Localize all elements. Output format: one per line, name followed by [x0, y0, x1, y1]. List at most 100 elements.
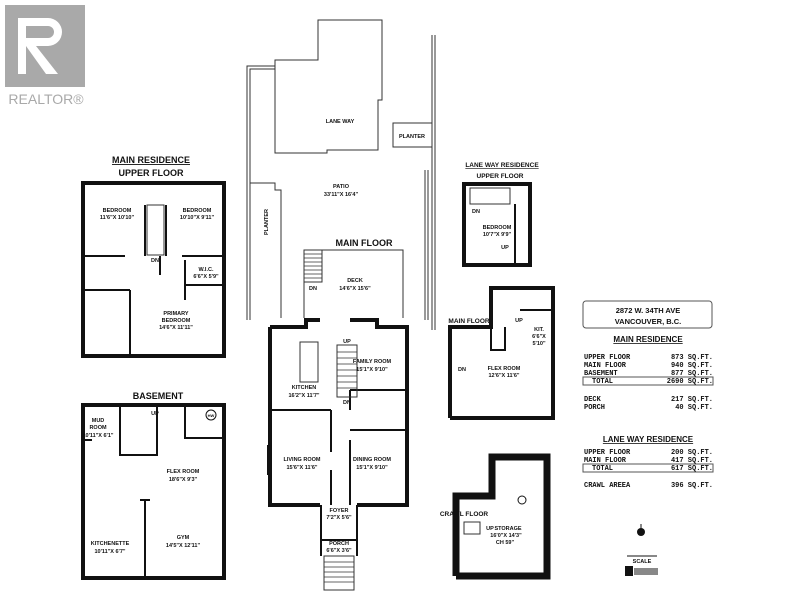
address-line-1: 2872 W. 34TH AVE — [616, 306, 681, 315]
row-label: TOTAL — [592, 378, 613, 386]
room-dims: 6'6"X — [532, 334, 546, 340]
row-value: 217 SQ.FT. — [671, 396, 713, 404]
room-dims: 10'11"X 6'7" — [94, 549, 125, 555]
room-label: FLEX ROOM — [167, 469, 200, 475]
scale-compass: SCALE — [625, 524, 658, 576]
row-label: UPPER FLOOR — [584, 449, 631, 457]
room-dims: 11'6"X 10'10" — [100, 215, 135, 221]
room-dims: 15'1"X 9'10" — [356, 465, 388, 471]
room-label: LIVING ROOM — [284, 457, 321, 463]
room-label: W.I.C. — [199, 267, 214, 273]
upper-floor-subtitle: UPPER FLOOR — [118, 168, 184, 178]
stair-up-label: UP — [343, 339, 351, 345]
planter-left-label: PLANTER — [264, 209, 270, 235]
room-label: PRIMARY — [163, 311, 188, 317]
laneway-upper-title: UPPER FLOOR — [477, 173, 524, 180]
basement-title: BASEMENT — [133, 391, 184, 401]
room-label: KITCHENETTE — [91, 541, 130, 547]
room-label: KITCHEN — [292, 385, 316, 391]
hw-label: HW — [208, 413, 215, 418]
patio-label: PATIO — [333, 184, 350, 190]
room-label: BEDROOM — [103, 208, 132, 214]
room-label: BEDROOM — [162, 318, 191, 324]
row-label: DECK — [584, 396, 602, 404]
room-dims: 10'7"X 9'9" — [483, 232, 512, 238]
row-value: 873 SQ.FT. — [671, 354, 713, 362]
realtor-logo-text: REALTOR® — [8, 91, 84, 107]
room-label: STORAGE — [494, 526, 521, 532]
stair-up-label: UP — [486, 526, 494, 532]
room-dims: 14'6"X 15'6" — [339, 286, 371, 292]
row-label: MAIN FLOOR — [584, 362, 627, 370]
row-label: UPPER FLOOR — [584, 354, 631, 362]
deck-stair-label: DN — [309, 286, 317, 292]
lane-way-heading: LANE WAY RESIDENCE — [603, 435, 694, 444]
row-label: TOTAL — [592, 465, 613, 473]
laneway-main-title: MAIN FLOOR — [448, 318, 489, 325]
main-residence-heading: MAIN RESIDENCE — [613, 335, 683, 344]
room-label: FLEX ROOM — [488, 366, 521, 372]
room-dims: 12'6"X 11'6" — [488, 373, 519, 379]
laneway-title: LANE WAY RESIDENCE — [465, 162, 539, 169]
room-label: ROOM — [89, 425, 107, 431]
row-label: MAIN FLOOR — [584, 457, 627, 465]
room-dims: 18'6"X 9'3" — [169, 477, 198, 483]
room-dims: 15'6"X 11'6" — [286, 465, 317, 471]
room-label: DECK — [347, 278, 363, 284]
room-label: GYM — [177, 535, 190, 541]
upper-floor-title: MAIN RESIDENCE — [112, 155, 190, 165]
row-value: 396 SQ.FT. — [671, 482, 713, 490]
room-label: PORCH — [329, 541, 349, 547]
laneway-plans: LANE WAY RESIDENCE UPPER FLOOR DN BEDROO… — [440, 162, 555, 580]
row-value: 417 SQ.FT. — [671, 457, 713, 465]
row-value: 877 SQ.FT. — [671, 370, 713, 378]
room-label: KIT. — [534, 327, 544, 333]
scale-label: SCALE — [633, 559, 652, 565]
room-dims: 16'0"X 14'3" — [490, 533, 522, 539]
room-dims: 10'11"X 6'1" — [82, 433, 113, 439]
room-label: BEDROOM — [483, 225, 512, 231]
realtor-logo: REALTOR® — [5, 5, 85, 107]
room-label: FAMILY ROOM — [353, 359, 392, 365]
room-dims: 14'5"X 12'11" — [166, 543, 201, 549]
row-value: 2690 SQ.FT. — [667, 378, 713, 386]
room-dims: 6'6"X 3'6" — [326, 548, 352, 554]
room-label: MUD — [92, 418, 105, 424]
room-dims: 7'2"X 5'6" — [326, 515, 352, 521]
basement-plan: BASEMENT HW UP MUD ROOM 10'11"X 6'1" FLE… — [81, 391, 226, 580]
room-dims: 6'6"X 5'9" — [193, 274, 219, 280]
planter-right — [392, 122, 433, 148]
lane-way-footprint — [274, 19, 383, 154]
stair-up-label: UP — [515, 318, 523, 324]
row-value: 940 SQ.FT. — [671, 362, 713, 370]
main-floor-plan: MAIN FLOOR DN DECK 14'6"X 15'6" UP DN FA… — [267, 238, 409, 591]
room-label: BEDROOM — [183, 208, 212, 214]
stair-dn-label: DN — [151, 258, 159, 264]
stair-dn-label: DN — [458, 367, 466, 373]
compass-icon — [637, 528, 645, 536]
stair-up-label: UP — [501, 245, 509, 251]
crawl-floor-title: CRAWL FLOOR — [440, 511, 489, 518]
site-plan: LANE WAY PLANTER PLANTER PATIO 33'11"X 1… — [246, 19, 436, 330]
main-floor-title: MAIN FLOOR — [336, 238, 393, 248]
room-dims: 16'2"X 11'7" — [288, 393, 319, 399]
room-note: CH 59" — [496, 540, 515, 546]
row-value: 617 SQ.FT. — [671, 465, 713, 473]
row-label: CRAWL AREEA — [584, 482, 631, 490]
room-label: FOYER — [330, 508, 349, 514]
stair-up-label: UP — [151, 411, 159, 417]
stair-dn-label: DN — [343, 400, 351, 406]
row-value: 40 SQ.FT. — [675, 404, 713, 412]
stair-dn-label: DN — [472, 209, 480, 215]
room-dims: 15'1"X 9'10" — [356, 367, 388, 373]
upper-floor-plan: MAIN RESIDENCE UPPER FLOOR BEDROOM 11'6"… — [81, 155, 226, 358]
row-value: 200 SQ.FT. — [671, 449, 713, 457]
area-summary: 2872 W. 34TH AVE VANCOUVER, B.C. MAIN RE… — [582, 300, 714, 490]
row-label: PORCH — [584, 404, 605, 412]
room-label: DINING ROOM — [353, 457, 391, 463]
row-label: BASEMENT — [584, 370, 618, 378]
patio-dims: 33'11"X 16'4" — [324, 192, 359, 198]
room-dims: 14'6"X 11'11" — [159, 325, 193, 331]
